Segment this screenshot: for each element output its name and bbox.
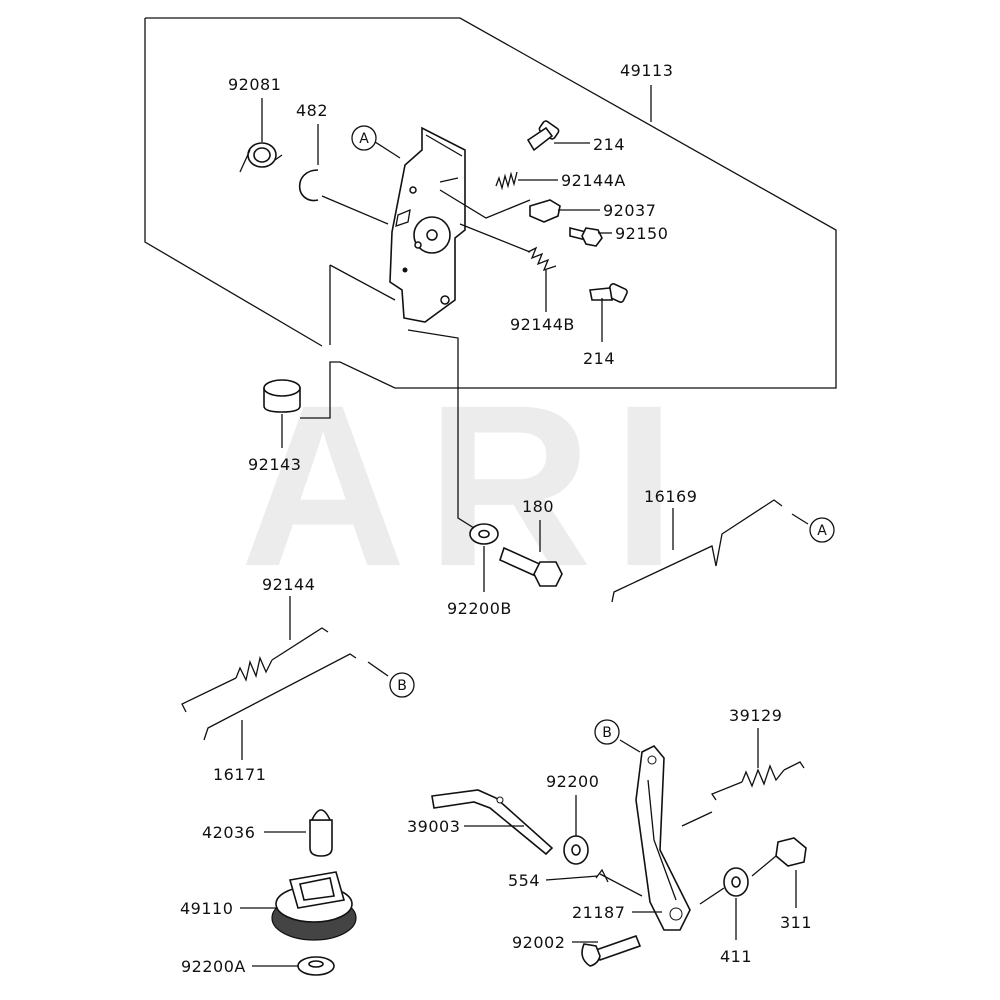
label-214-top: 214 [593, 135, 625, 154]
svg-text:A: A [359, 131, 369, 147]
cap-42036 [309, 809, 333, 857]
assembly-outline [144, 17, 837, 419]
label-92200B: 92200B [447, 599, 512, 618]
svg-text:A: A [817, 523, 827, 539]
pin-554 [595, 868, 609, 883]
washer-411 [723, 867, 749, 897]
label-92200A: 92200A [181, 957, 246, 976]
callout-a-right: A [809, 517, 835, 543]
screw-214-bottom [589, 283, 628, 303]
nut-311 [775, 837, 807, 867]
bolt-92150 [569, 226, 603, 247]
callout-b-left: B [389, 672, 415, 698]
control-plate [389, 126, 466, 323]
screw-214-top [526, 120, 560, 152]
rod-16171 [203, 653, 357, 741]
label-214-bottom: 214 [583, 349, 615, 368]
label-411: 411 [720, 947, 752, 966]
label-39003: 39003 [407, 817, 460, 836]
label-92200: 92200 [546, 772, 599, 791]
spring-92144B [527, 246, 557, 272]
collar-92143 [263, 379, 301, 413]
gear-49110 [271, 871, 357, 941]
label-16171: 16171 [213, 765, 266, 784]
label-554: 554 [508, 871, 540, 890]
part-labels: 49113 92081 482 214 92144A 92037 92150 9… [180, 61, 812, 976]
label-311: 311 [780, 913, 812, 932]
label-39129: 39129 [729, 706, 782, 725]
label-49110: 49110 [180, 899, 233, 918]
bolt-180 [499, 546, 563, 587]
circlip-482 [298, 169, 319, 202]
label-482: 482 [296, 101, 328, 120]
label-92144A: 92144A [561, 171, 626, 190]
lever-39003 [431, 789, 554, 856]
svg-text:B: B [397, 678, 407, 694]
svg-text:B: B [602, 725, 612, 741]
washer-92200 [563, 835, 589, 865]
callout-b-right: B [594, 719, 620, 745]
torsion-spring-92081 [239, 142, 283, 173]
label-92002: 92002 [512, 933, 565, 952]
label-92081: 92081 [228, 75, 281, 94]
leader-lines [240, 85, 809, 967]
label-49113: 49113 [620, 61, 673, 80]
bracket-92037 [529, 199, 561, 223]
spring-92144A [495, 171, 518, 191]
bolt-92002 [581, 934, 642, 967]
label-92037: 92037 [603, 201, 656, 220]
spring-92144 [181, 627, 329, 713]
label-21187: 21187 [572, 903, 625, 922]
label-92144: 92144 [262, 575, 315, 594]
spring-39129 [711, 761, 805, 801]
label-16169: 16169 [644, 487, 697, 506]
washer-92200A [297, 956, 335, 976]
label-42036: 42036 [202, 823, 255, 842]
lever-arm-21187 [635, 745, 691, 931]
washer-92200B [469, 523, 499, 545]
label-92150: 92150 [615, 224, 668, 243]
label-180: 180 [522, 497, 554, 516]
label-92143: 92143 [248, 455, 301, 474]
label-92144B: 92144B [510, 315, 575, 334]
callout-a-top: A [351, 125, 377, 151]
rod-16169 [611, 499, 783, 603]
